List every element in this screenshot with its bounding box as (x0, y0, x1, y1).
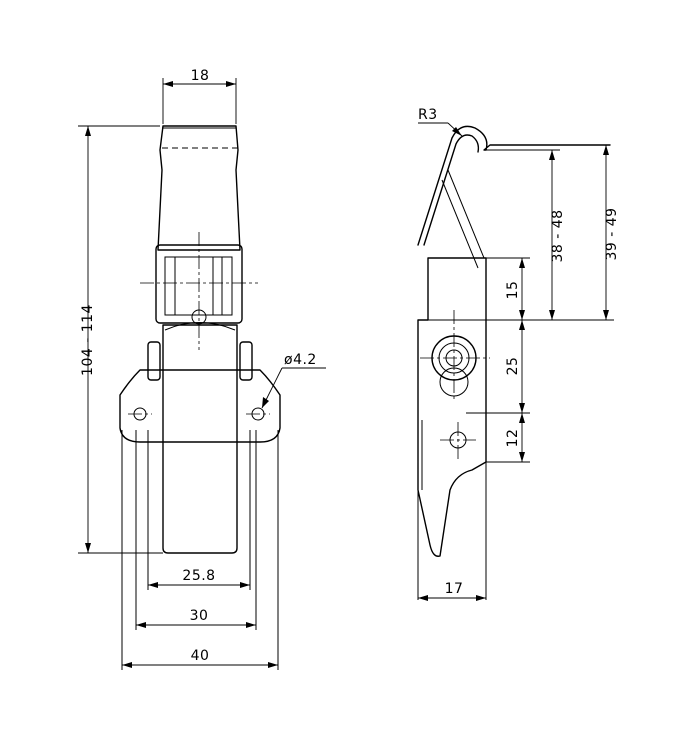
dim-inner-width: 30 (190, 608, 209, 624)
side-dimensions: R3 15 25 12 38 - 48 39 - 49 17 (418, 107, 620, 601)
front-dimensions: 18 104 - 114 ø4.2 25.8 30 40 (78, 68, 326, 668)
dim-hole-spacing: 25.8 (182, 568, 215, 584)
dim-hole-diameter: ø4.2 (284, 352, 317, 368)
dim-hook-radius: R3 (418, 107, 438, 123)
dim-base-width: 40 (191, 648, 210, 664)
dim-height-a: 15 (505, 281, 521, 300)
dim-height-c: 12 (505, 429, 521, 448)
dim-top-width: 18 (191, 68, 210, 84)
hook-strap (417, 125, 611, 246)
lever (162, 324, 238, 554)
dim-depth: 17 (445, 581, 464, 597)
top-strap (157, 125, 241, 251)
dim-adjust-range-2: 39 - 49 (604, 207, 620, 260)
front-view (119, 125, 281, 670)
dim-adjust-range-1: 38 - 48 (550, 209, 566, 262)
dim-overall-length: 104 - 114 (80, 304, 96, 376)
side-body (417, 257, 487, 557)
dim-height-b: 25 (505, 357, 521, 376)
